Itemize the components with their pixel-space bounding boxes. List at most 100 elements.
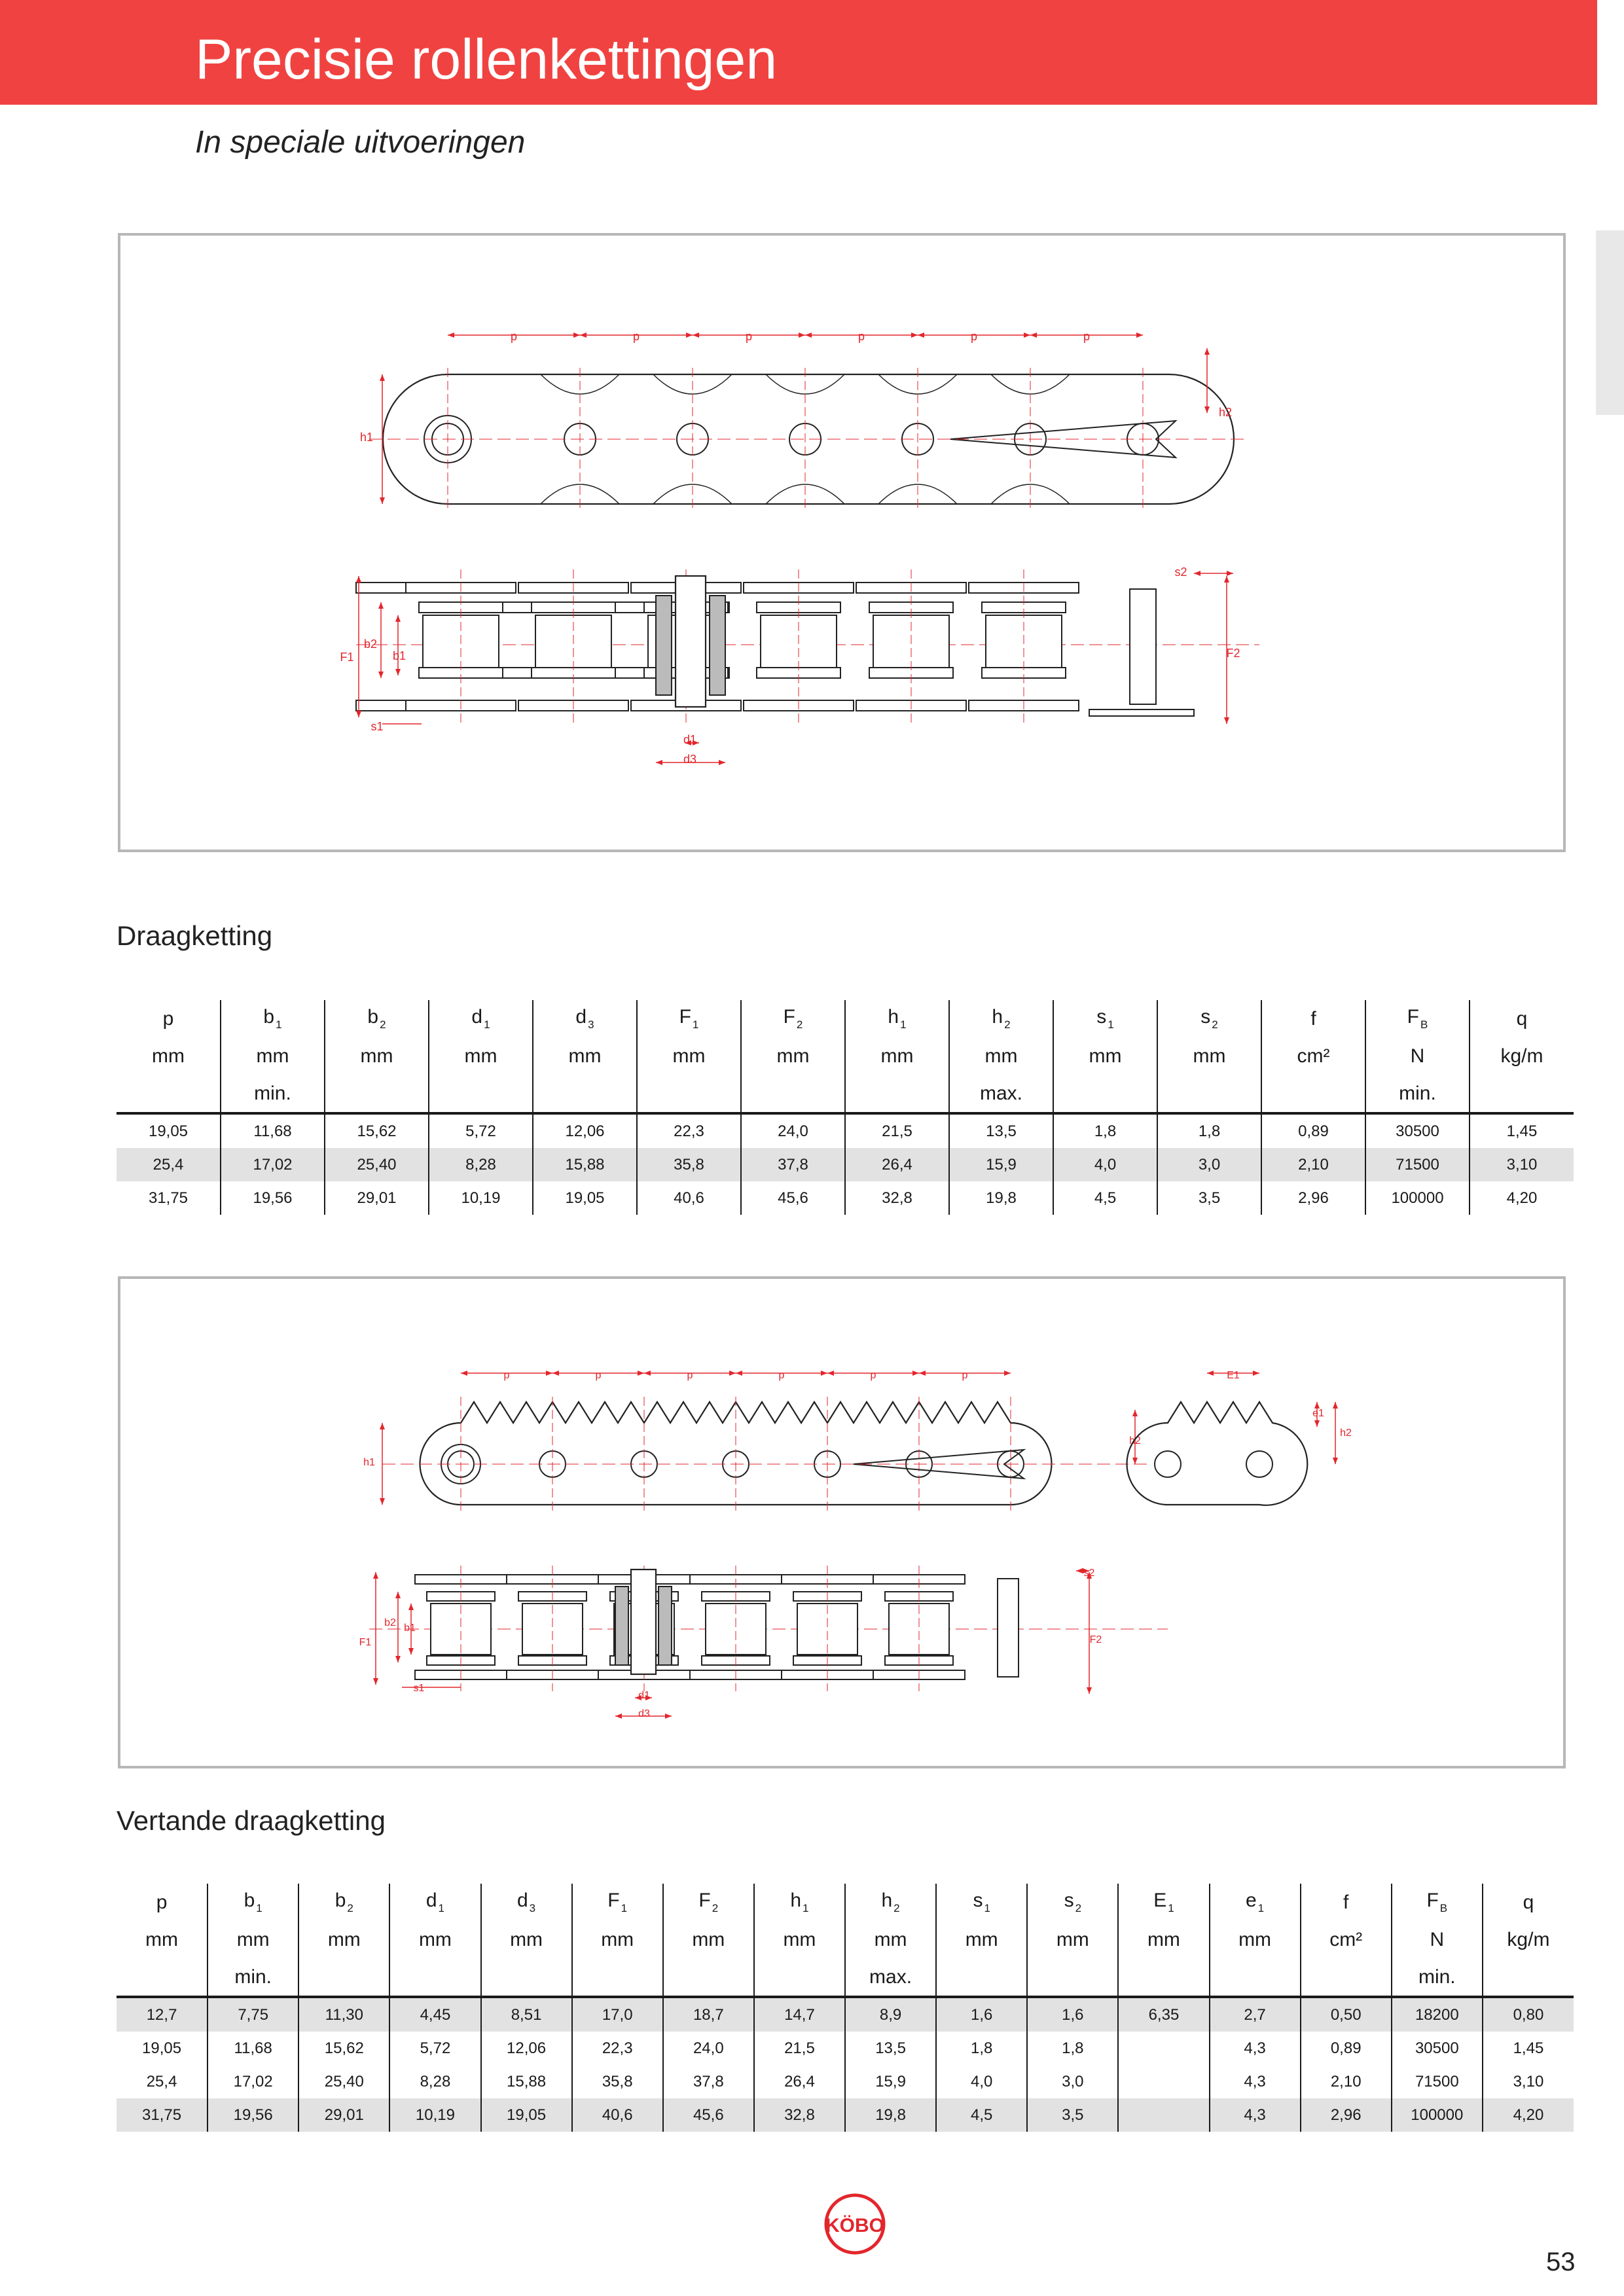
page-title: Precisie rollenkettingen [195, 28, 778, 91]
table-cell: 32,8 [844, 1181, 949, 1215]
column-unit: cm² [1299, 1921, 1392, 1958]
table-cell: 4,3 [1208, 2098, 1301, 2132]
table-cell: 19,8 [844, 2098, 937, 2132]
column-symbol: q [1481, 1884, 1574, 1921]
table-cell: 31,75 [117, 2098, 208, 2132]
table-cell: 45,6 [662, 2098, 754, 2132]
column-note [480, 1958, 572, 1998]
table-cell: 32,8 [753, 2098, 845, 2132]
table-cell: 2,7 [1208, 1997, 1301, 2032]
pitch-label: p [871, 1370, 876, 1381]
column-unit: kg/m [1469, 1037, 1574, 1075]
column-unit: mm [532, 1037, 637, 1075]
pin-section [674, 575, 707, 708]
h2-label: h2 [1340, 1427, 1352, 1439]
column-unit: mm [844, 1037, 949, 1075]
pitch-label: p [511, 330, 517, 343]
table-cell: 13,5 [948, 1113, 1053, 1148]
h1-label: h1 [363, 1457, 375, 1468]
table-cell: 21,5 [844, 1113, 949, 1148]
table-cell: 26,4 [844, 1148, 949, 1181]
bush-section [658, 1586, 672, 1666]
table-cell: 19,05 [148, 1122, 189, 1140]
column-note [662, 1958, 754, 1998]
bush-section [615, 1586, 629, 1666]
table-cell: 15,62 [324, 1113, 429, 1148]
table-cell: 4,45 [389, 1997, 481, 2032]
table-cell: 17,0 [571, 1997, 663, 2032]
column-note: max. [948, 1075, 1053, 1115]
table-cell: 1,45 [1469, 1113, 1574, 1148]
table-cell: 19,05 [532, 1181, 637, 1215]
table-cell: 1,8 [1053, 1113, 1157, 1148]
table-cell: 10,19 [428, 1181, 533, 1215]
column-unit: mm [324, 1037, 429, 1075]
b1-label: b1 [393, 649, 406, 662]
table-cell: 29,01 [324, 1181, 429, 1215]
column-note [844, 1075, 949, 1115]
table-cell: 29,01 [298, 2098, 390, 2132]
column-unit: mm [220, 1037, 325, 1075]
table-cell: 4,20 [1481, 2098, 1574, 2132]
pitch-label: p [504, 1370, 510, 1381]
d3-label: d3 [683, 753, 696, 766]
table-cell: 40,6 [636, 1181, 741, 1215]
dimension-arrow [635, 1695, 652, 1700]
page-number: 53 [1546, 2248, 1576, 2276]
column-symbol: p [162, 1007, 174, 1030]
table-cell: 7,75 [207, 1997, 299, 2032]
column-unit: mm [1157, 1037, 1261, 1075]
s2-label: s2 [1084, 1568, 1095, 1579]
column-note [1026, 1958, 1119, 1998]
section-title-vertande-draagketting: Vertande draagketting [117, 1805, 386, 1836]
column-note [753, 1958, 845, 1998]
table-cell: 1,8 [935, 2032, 1028, 2065]
column-unit: mm [1117, 1921, 1210, 1958]
column-unit: mm [753, 1921, 845, 1958]
table-cell: 4,0 [1053, 1148, 1157, 1181]
table-cell: 4,0 [935, 2065, 1028, 2098]
column-note [428, 1075, 533, 1115]
table-cell: 2,96 [1299, 2098, 1392, 2132]
column-unit: mm [389, 1921, 481, 1958]
column-symbol: f [1299, 1884, 1392, 1921]
table-cell: 0,89 [1261, 1113, 1365, 1148]
bush-section [709, 595, 726, 696]
column-note [532, 1075, 637, 1115]
pin-section [630, 1568, 657, 1676]
table-cell: 22,3 [571, 2032, 663, 2065]
s1-label: s1 [414, 1683, 425, 1694]
link-plate-outline [419, 1400, 1053, 1506]
table-cell: 100000 [1390, 2098, 1483, 2132]
spring-clip [950, 420, 1178, 459]
table-cell: 5,72 [428, 1113, 533, 1148]
pitch-label: p [633, 330, 640, 343]
column-note [935, 1958, 1028, 1998]
column-note [1208, 1958, 1301, 1998]
table-cell: 2,96 [1261, 1181, 1365, 1215]
table-cell: 37,8 [740, 1148, 845, 1181]
table-cell: 5,72 [389, 2032, 481, 2065]
table-cell: 18200 [1390, 1997, 1483, 2032]
connecting-pin [1129, 588, 1157, 705]
table-cell [1117, 2065, 1210, 2098]
column-note [389, 1958, 481, 1998]
table-cell: 22,3 [636, 1113, 741, 1148]
column-unit: mm [571, 1921, 663, 1958]
connecting-pin [997, 1578, 1019, 1677]
table-cell: 2,10 [1299, 2065, 1392, 2098]
